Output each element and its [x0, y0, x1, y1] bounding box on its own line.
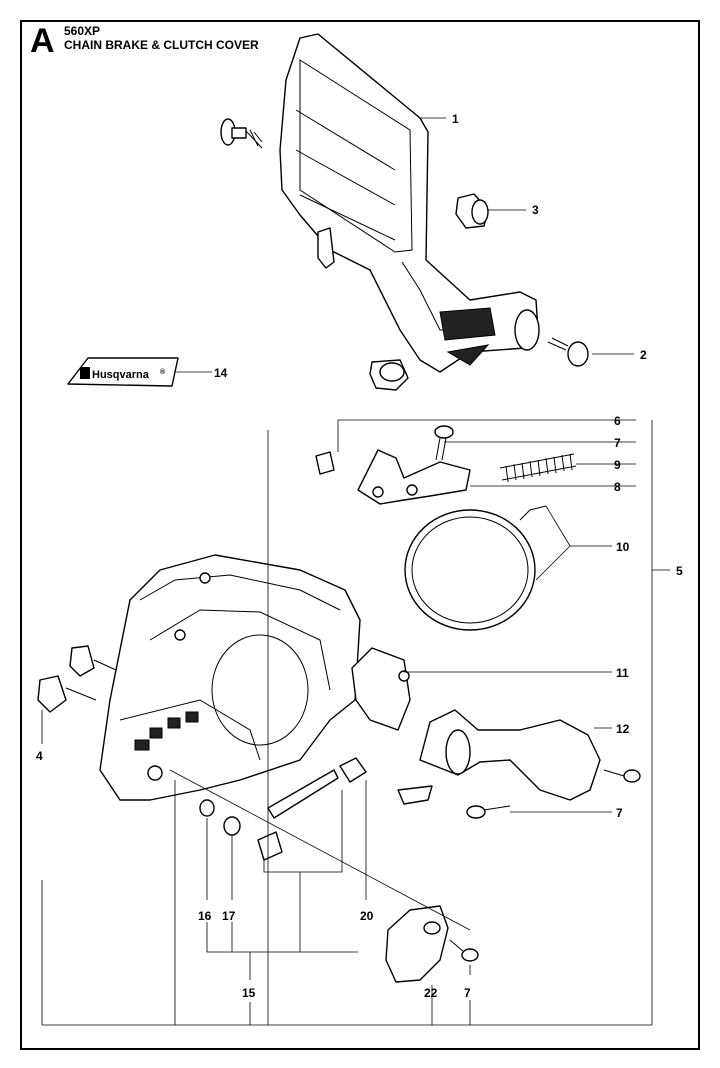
diagram-title: CHAIN BRAKE & CLUTCH COVER [64, 38, 259, 52]
model-number: 560XP [64, 24, 101, 38]
callout-2: 2 [640, 348, 647, 362]
page-border [20, 20, 700, 1050]
callout-7-bottom: 7 [464, 986, 471, 1000]
part-9-spring [499, 453, 577, 483]
part-3-bushing [455, 193, 489, 229]
callout-6: 6 [614, 414, 621, 428]
part-5-clutch-cover [99, 554, 361, 801]
callout-7-mid: 7 [616, 806, 623, 820]
part-11-housing [351, 647, 411, 731]
part-16-washer [199, 799, 215, 817]
part-10-brake-band [404, 505, 547, 631]
callout-4: 4 [36, 749, 43, 763]
callout-12: 12 [616, 722, 630, 736]
part-8-brake-lever [357, 449, 471, 505]
decal-reg-mark: ® [160, 368, 166, 376]
callout-7-top: 7 [614, 436, 621, 450]
part-7-screw-mid [466, 805, 511, 819]
callout-17: 17 [222, 909, 236, 923]
part-7-screw-right [603, 769, 641, 783]
callout-10: 10 [616, 540, 630, 554]
callout-1: 1 [452, 112, 459, 126]
part-6-pin [315, 451, 335, 475]
part-7-screw-lower [449, 939, 479, 962]
leader-lines [41, 117, 670, 1026]
callout-3: 3 [532, 203, 539, 217]
part-20-stud [257, 757, 367, 861]
callout-5: 5 [676, 564, 683, 578]
callout-11: 11 [616, 666, 629, 680]
part-14-decal: Husqvarna ® [67, 357, 179, 387]
part-1-mounting-bolt [220, 118, 263, 149]
callout-15: 15 [242, 986, 256, 1000]
part-22-cover [385, 905, 449, 983]
callout-8: 8 [614, 480, 621, 494]
callout-22: 22 [424, 986, 438, 1000]
sheet-letter: A [30, 22, 55, 60]
callout-16: 16 [198, 909, 212, 923]
callout-9: 9 [614, 458, 621, 472]
part-12-bracket [397, 709, 601, 805]
part-1-chain-brake-handle [279, 33, 540, 373]
part-1-lower-bushing [369, 359, 409, 391]
callout-20: 20 [360, 909, 374, 923]
part-7-screw-top [434, 425, 454, 461]
part-17-washer [223, 816, 241, 836]
part-2-screw [547, 337, 589, 367]
decal-brand-text: Husqvarna [92, 369, 150, 381]
part-4-bar-stud [37, 645, 117, 713]
callout-14: 14 [214, 366, 228, 380]
